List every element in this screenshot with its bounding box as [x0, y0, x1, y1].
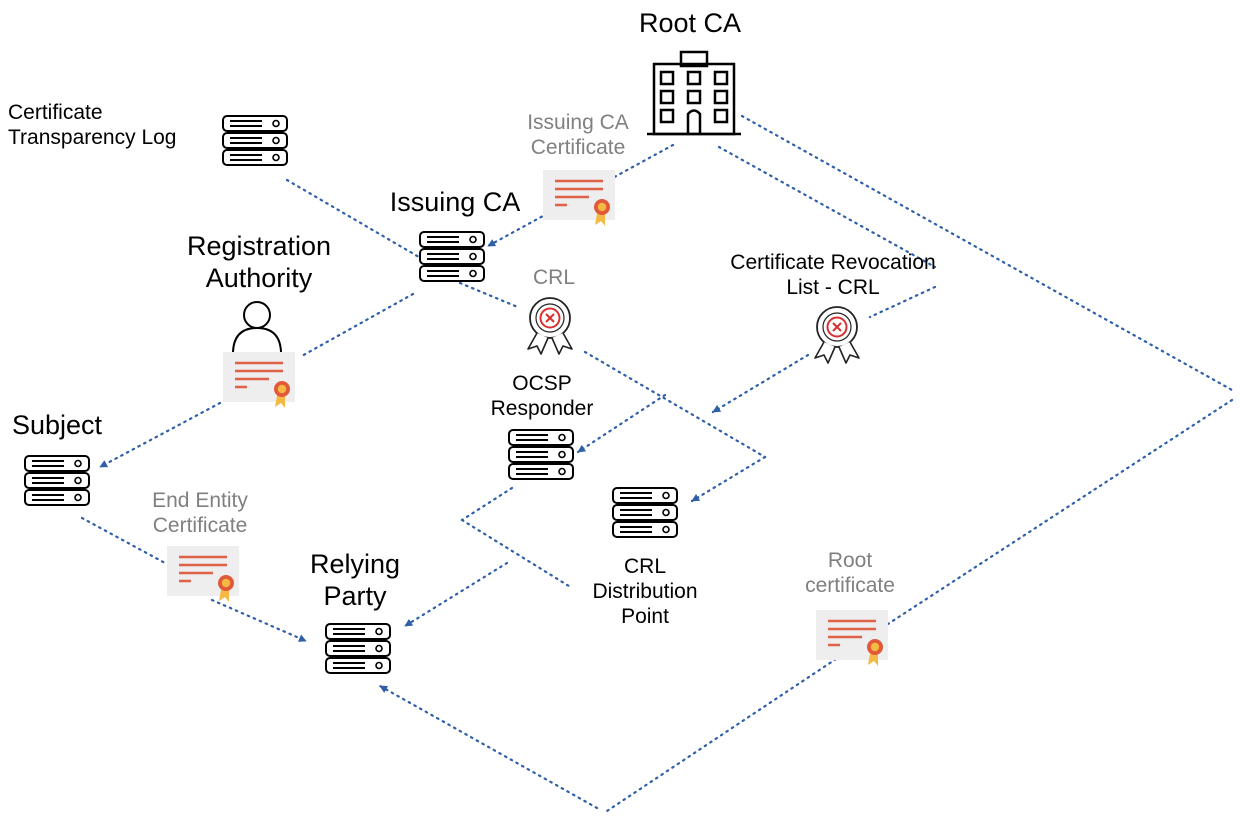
connector-ocsp-to-left	[460, 486, 514, 522]
issuing-ca-certificate-icon	[541, 168, 617, 228]
crl-label: CRL	[532, 266, 575, 289]
end-entity-certificate-icon	[165, 544, 241, 604]
crl-distribution-point-label: CRL Distribution Point	[592, 555, 698, 628]
connector-root-to-relying-party-upper	[740, 114, 1234, 392]
crl-distribution-point-server-icon	[612, 487, 678, 538]
connector-end-entity-cert-to-relying-party	[210, 598, 308, 643]
relying-party-label: Relying Party	[309, 549, 401, 611]
certificate-revocation-list-label: Certificate Revocation List - CRL	[730, 251, 936, 299]
connectors	[80, 114, 1234, 813]
building-icon	[647, 50, 741, 136]
connector-root-to-crl	[717, 145, 937, 269]
connector-root-cert-to-bottom	[605, 657, 838, 813]
connector-issuing-ca-to-ocsp	[576, 393, 667, 454]
crl-list-revoked-badge-icon	[814, 306, 860, 364]
person-icon	[232, 301, 282, 353]
ct-log-server-icon	[222, 115, 288, 166]
registration-authority-label: Registration Authority	[186, 231, 332, 293]
ocsp-responder-label: OCSP Responder	[490, 372, 594, 420]
connector-bottom-to-relying-party	[378, 684, 599, 810]
crl-revoked-badge-icon	[527, 297, 573, 355]
connector-cdp-area-to-relying-party	[403, 561, 509, 628]
issuing-ca-certificate-label: Issuing CA Certificate	[527, 111, 629, 159]
ocsp-responder-server-icon	[508, 429, 574, 480]
end-entity-certificate-label: End Entity Certificate	[152, 489, 248, 537]
root-certificate-icon	[814, 608, 890, 668]
issuing-ca-server-icon	[419, 231, 485, 282]
relying-party-server-icon	[325, 623, 391, 674]
connector-crl-to-cdp-lower	[711, 353, 810, 414]
certificate-transparency-log-label: Certificate Transparency Log	[8, 101, 177, 149]
subject-server-icon	[24, 455, 90, 506]
registration-authority-certificate-icon	[221, 350, 297, 410]
root-certificate-label: Root certificate	[805, 549, 895, 597]
connector-crl-to-diamond	[583, 350, 767, 459]
issuing-ca-label: Issuing CA	[389, 187, 521, 217]
connector-issuing-ca-to-crl	[458, 281, 522, 310]
connector-subject-to-end-entity-cert	[80, 516, 167, 565]
connector-issuing-ca-to-subject	[298, 292, 415, 359]
connector-diamond-to-cdp	[690, 455, 767, 503]
connector-left-to-cdp-point	[460, 518, 574, 590]
subject-label: Subject	[11, 410, 103, 440]
connector-root-cert-to-right	[886, 398, 1234, 626]
connector-crl-to-cdp-upper	[868, 285, 937, 319]
root-ca-label: Root CA	[638, 8, 742, 38]
connector-registration-authority-to-subject	[98, 401, 222, 469]
